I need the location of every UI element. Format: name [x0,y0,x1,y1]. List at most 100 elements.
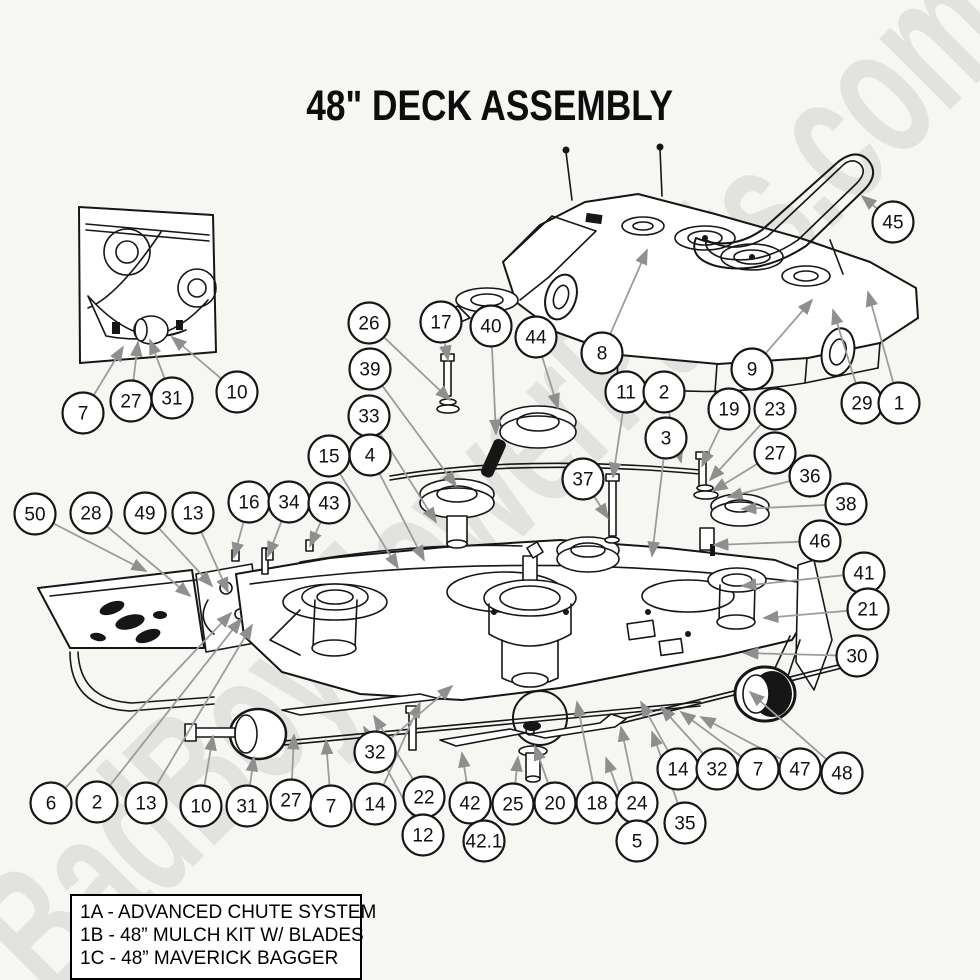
callout-33: 33 [347,394,391,438]
svg-text:41: 41 [853,564,874,585]
svg-text:50: 50 [24,505,45,526]
svg-text:31: 31 [161,389,182,410]
svg-text:49: 49 [134,504,155,525]
svg-text:22: 22 [413,788,434,809]
callout-16: 16 [227,480,271,524]
svg-text:36: 36 [799,467,820,488]
callout-42: 42 [448,781,492,825]
svg-text:30: 30 [846,647,867,668]
leader-line-43 [309,522,322,548]
svg-text:23: 23 [764,400,785,421]
leader-line-34 [267,521,283,558]
callout-2: 2 [75,780,119,824]
leader-line-17 [439,342,452,362]
legend-item-1b: 1B - 48” MULCH KIT W/ BLADES [80,925,364,947]
callout-1: 1 [877,381,921,425]
leader-line-32 [659,705,704,754]
callout-10: 10 [215,370,259,414]
leader-line-2 [109,617,243,786]
svg-text:7: 7 [78,404,89,425]
callout-12: 12 [401,813,445,857]
callout-14: 14 [656,747,700,791]
svg-text:40: 40 [480,317,501,338]
leader-line-28 [106,526,192,598]
svg-text:13: 13 [182,504,203,525]
svg-text:4: 4 [365,446,376,467]
svg-text:13: 13 [135,794,156,815]
callout-31: 31 [225,784,269,828]
callout-15: 15 [307,434,351,478]
callout-20: 20 [533,781,577,825]
svg-text:25: 25 [502,795,523,816]
callout-2: 2 [642,370,686,414]
callout-27: 27 [753,431,797,475]
svg-text:16: 16 [238,493,259,514]
leader-line-36 [726,480,790,500]
legend-box: 1A - ADVANCED CHUTE SYSTEM 1B - 48” MULC… [70,894,376,980]
callout-23: 23 [753,387,797,431]
leader-line-18 [573,700,594,783]
callout-26: 26 [347,301,391,345]
leader-line-41 [740,574,843,591]
callout-48: 48 [820,751,864,795]
svg-text:32: 32 [706,760,727,781]
leader-line-45 [860,194,878,211]
svg-text:31: 31 [236,797,257,818]
leader-line-21 [762,610,847,624]
callout-13: 13 [124,781,168,825]
callout-38: 38 [824,482,868,526]
callout-49: 49 [123,491,167,535]
svg-text:21: 21 [857,600,878,621]
leader-line-37 [593,496,609,520]
callout-18: 18 [575,781,619,825]
leader-line-10 [203,734,217,785]
svg-text:38: 38 [835,495,856,516]
svg-text:10: 10 [190,797,211,818]
callout-43: 43 [307,481,351,525]
svg-text:14: 14 [667,760,689,781]
leader-line-32 [390,684,454,739]
svg-text:19: 19 [718,400,739,421]
leader-line-42 [458,751,471,782]
leader-line-31 [245,755,259,785]
leader-line-11 [608,413,624,479]
leader-line-27 [711,463,758,492]
callout-3: 3 [644,416,688,460]
leader-line-29 [831,308,857,383]
callout-30: 30 [835,634,879,678]
callout-34: 34 [267,480,311,524]
svg-text:42: 42 [459,794,480,815]
svg-text:3: 3 [661,429,672,450]
callout-50: 50 [13,492,57,536]
svg-text:27: 27 [764,444,785,465]
svg-text:10: 10 [226,383,247,404]
callout-7: 7 [309,784,353,828]
leader-line-27 [287,733,300,779]
callout-44: 44 [514,315,558,359]
callout-35: 35 [663,801,707,845]
svg-text:26: 26 [358,314,379,335]
leader-line-38 [740,502,825,515]
callout-10: 10 [179,784,223,828]
callout-19: 19 [707,387,751,431]
svg-text:28: 28 [80,504,101,525]
svg-text:48: 48 [831,764,852,785]
callout-22: 22 [402,775,446,819]
callout-4: 4 [348,433,392,477]
svg-text:14: 14 [364,795,386,816]
svg-text:1: 1 [894,394,905,415]
svg-text:37: 37 [572,470,593,491]
svg-text:24: 24 [626,794,648,815]
svg-text:18: 18 [586,794,607,815]
leader-line-10 [170,335,222,379]
callout-32: 32 [353,730,397,774]
svg-text:29: 29 [851,394,872,415]
callout-8: 8 [580,331,624,375]
leader-line-16 [231,522,245,559]
svg-text:20: 20 [544,794,565,815]
svg-text:27: 27 [120,392,141,413]
callout-9: 9 [730,347,774,391]
leader-line-27 [130,340,143,380]
svg-text:6: 6 [46,794,57,815]
